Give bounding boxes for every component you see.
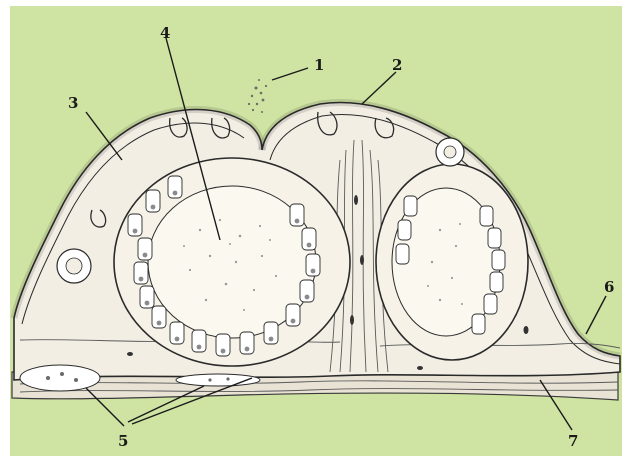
callout-1: 1 — [314, 56, 324, 74]
callout-2: 2 — [392, 56, 402, 74]
left-gland-lobe — [114, 158, 350, 366]
callout-6: 6 — [604, 278, 614, 296]
leader-line-2 — [362, 72, 396, 104]
small-duct-right — [436, 138, 464, 166]
secretion-droplets — [248, 79, 267, 113]
leader-line-6 — [586, 296, 606, 334]
leader-line-1 — [272, 68, 308, 80]
callout-5: 5 — [118, 432, 128, 450]
callout-3: 3 — [68, 94, 78, 112]
small-duct-left — [57, 249, 91, 283]
callout-4: 4 — [160, 24, 170, 42]
right-gland-lobe — [376, 164, 528, 360]
callout-7: 7 — [568, 432, 578, 450]
